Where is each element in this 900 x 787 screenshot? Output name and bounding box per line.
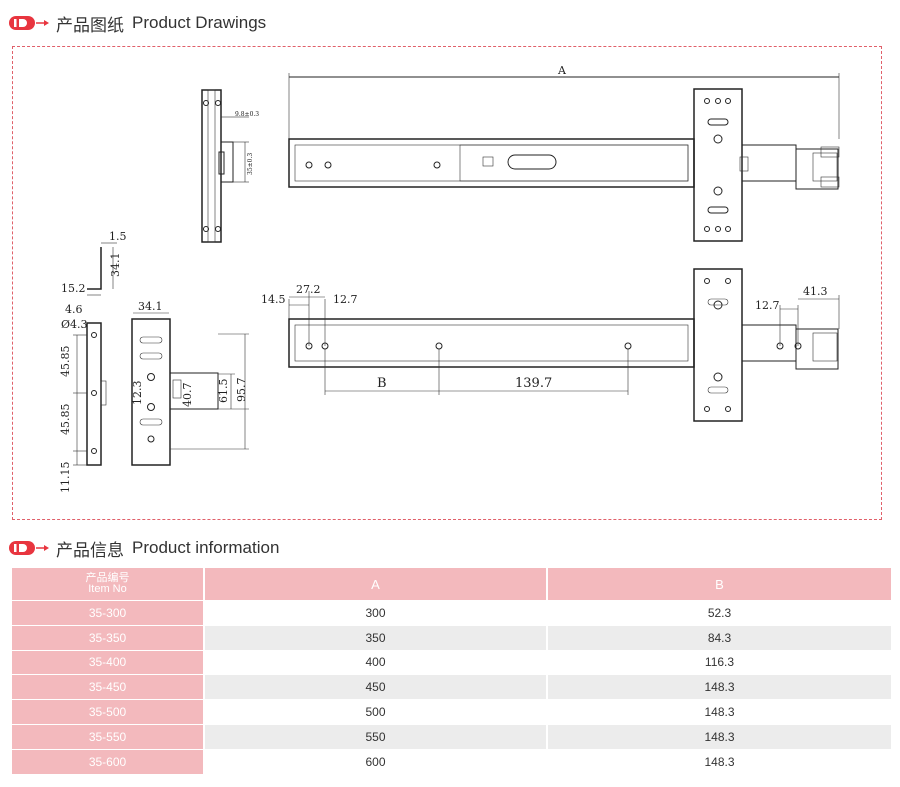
dim-A-label: A xyxy=(557,64,567,77)
dim-14-5-label: 14.5 xyxy=(261,293,286,306)
cell-a: 600 xyxy=(204,748,548,774)
dim-35-label: 35±0.3 xyxy=(247,153,254,175)
dim-12-7-left-label: 12.7 xyxy=(333,293,358,306)
dim-B-label: B xyxy=(377,376,387,391)
cell-b: 148.3 xyxy=(547,748,891,774)
cell-b: 148.3 xyxy=(547,674,891,700)
dim-45-85-b-label: 45.85 xyxy=(59,404,72,436)
cell-a: 350 xyxy=(204,624,548,651)
cell-a: 550 xyxy=(204,723,548,750)
header-item-cn: 产品编号 xyxy=(85,572,130,584)
cell-a: 300 xyxy=(204,600,548,626)
cell-a: 400 xyxy=(204,649,548,675)
dim-41-3-label: 41.3 xyxy=(803,285,828,298)
table-row: 35-350 350 84.3 xyxy=(12,624,891,651)
cell-a: 500 xyxy=(204,699,548,725)
table-row: 35-600 600 148.3 xyxy=(12,748,891,774)
dim-12-3-label: 12.3 xyxy=(131,381,144,406)
table-row: 35-300 300 52.3 xyxy=(12,600,891,626)
cell-item: 35-600 xyxy=(12,748,205,774)
cell-item: 35-500 xyxy=(12,699,205,725)
cell-item: 35-300 xyxy=(12,600,205,626)
dim-34-1-top-label: 34.1 xyxy=(138,300,163,313)
brand-logo-icon xyxy=(9,16,49,30)
dim-4-6-label: 4.6 xyxy=(65,303,83,316)
dim-95-7-label: 95.7 xyxy=(235,378,248,403)
dim-1-5-label: 1.5 xyxy=(109,230,127,243)
cell-b: 148.3 xyxy=(547,723,891,750)
header-item-en: Item No xyxy=(88,583,127,595)
cell-item: 35-350 xyxy=(12,624,205,651)
cell-b: 84.3 xyxy=(547,624,891,651)
rear-bracket-front-drawing: 34.1 12.3 40.7 61.5 95.7 xyxy=(131,300,249,466)
table-header-row: 产品编号 Item No A B xyxy=(12,568,891,601)
dim-61-5-label: 61.5 xyxy=(217,379,230,404)
info-section-header: 产品信息 Product information xyxy=(8,536,279,560)
dim-40-7-label: 40.7 xyxy=(181,383,194,408)
header-col-b: B xyxy=(547,568,891,601)
table-row: 35-500 500 148.3 xyxy=(12,699,891,725)
dim-27-2-label: 27.2 xyxy=(296,283,321,296)
cell-item: 35-400 xyxy=(12,649,205,675)
slide-bottom-view: 14.5 27.2 12.7 12.7 41.3 B 139.7 xyxy=(261,268,840,422)
cell-b: 148.3 xyxy=(547,699,891,725)
dim-139-7-label: 139.7 xyxy=(515,376,552,391)
header-item-no: 产品编号 Item No xyxy=(12,568,205,601)
dim-12-7-right-label: 12.7 xyxy=(755,299,780,312)
l-bracket-side-drawing: 1.5 34.1 15.2 xyxy=(61,230,127,296)
cell-a: 450 xyxy=(204,674,548,700)
cell-item: 35-450 xyxy=(12,674,205,700)
rear-bracket-side-drawing: 4.6 Ø4.3 45.85 45.85 11.15 xyxy=(59,303,107,494)
drawings-title-en: Product Drawings xyxy=(132,13,267,32)
cell-b: 52.3 xyxy=(547,600,891,626)
drawings-title-cn: 产品图纸 xyxy=(56,15,124,35)
cell-b: 116.3 xyxy=(547,649,891,675)
table-row: 35-450 450 148.3 xyxy=(12,674,891,700)
drawings-frame: 9.8±0.3 35±0.3 A xyxy=(12,46,882,520)
dim-9-8-label: 9.8±0.3 xyxy=(235,111,259,118)
dim-34-1-side-label: 34.1 xyxy=(109,253,122,278)
info-title-en: Product information xyxy=(132,538,280,557)
dim-11-15-label: 11.15 xyxy=(59,462,72,494)
dim-15-2-label: 15.2 xyxy=(61,282,86,295)
table-row: 35-400 400 116.3 xyxy=(12,649,891,675)
table-row: 35-550 550 148.3 xyxy=(12,723,891,750)
front-bracket-drawing: 9.8±0.3 35±0.3 xyxy=(201,89,259,243)
brand-logo-icon xyxy=(9,541,49,555)
product-info-table: 产品编号 Item No A B 35-300 300 52.3 35-350 … xyxy=(12,568,891,774)
technical-drawing: 9.8±0.3 35±0.3 A xyxy=(59,64,840,494)
drawings-section-header: 产品图纸 Product Drawings xyxy=(8,11,266,35)
header-col-a: A xyxy=(204,568,548,601)
slide-top-view: A xyxy=(288,64,840,242)
dim-45-85-a-label: 45.85 xyxy=(59,346,72,378)
cell-item: 35-550 xyxy=(12,723,205,750)
dim-phi-4-3-label: Ø4.3 xyxy=(61,318,88,331)
info-title-cn: 产品信息 xyxy=(56,540,124,560)
